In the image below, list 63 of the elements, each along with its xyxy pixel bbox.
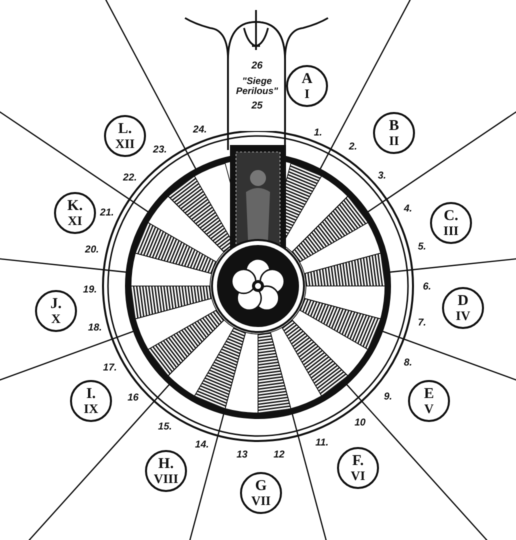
seat-circle — [35, 290, 77, 332]
seat-number: 16 — [127, 392, 139, 404]
seat-circle — [430, 202, 472, 244]
seat-label: I — [304, 87, 310, 100]
seat-circle — [145, 450, 187, 492]
seat-circle — [442, 287, 484, 329]
seat-label: VII — [251, 494, 271, 507]
seat-label: V — [424, 402, 434, 415]
seat-number: 23. — [153, 144, 167, 156]
seat-number: 9. — [384, 392, 392, 402]
seat-label: D — [458, 294, 468, 309]
seat-label: A — [302, 72, 312, 87]
seat-number: 1. — [314, 128, 322, 138]
seat-number: 24. — [193, 124, 207, 136]
seat-number: 13 — [236, 450, 248, 460]
seat-circle — [286, 65, 328, 107]
seat-label: C. — [444, 209, 458, 224]
seat-number: 7. — [418, 318, 426, 328]
seat-number: 3. — [378, 170, 386, 182]
seat-number: 17. — [103, 362, 117, 374]
seat-label: VI — [350, 469, 366, 482]
seat-label: L. — [118, 122, 132, 137]
seat-label: F. — [352, 454, 364, 469]
seat-label: IX — [84, 402, 98, 415]
seat-name: "Siege Perilous" — [235, 77, 279, 97]
seat-circle — [70, 380, 112, 422]
seat-number: 2. — [348, 142, 358, 152]
seat-number: 4. — [404, 204, 412, 214]
seat-number: 21. — [100, 208, 114, 218]
seat-number: 10 — [354, 418, 366, 428]
seat-label: E — [424, 387, 434, 402]
seat-label: II — [388, 134, 400, 147]
seat-circle — [337, 447, 379, 489]
seat-label: XII — [115, 137, 135, 150]
seat-circle — [408, 380, 450, 422]
seat-number: 26 — [251, 60, 263, 72]
seat-label: H. — [158, 457, 174, 472]
seat-label: XI — [68, 214, 82, 227]
seat-circle — [373, 112, 415, 154]
seat-label: IV — [456, 309, 470, 322]
seat-number: 5. — [418, 242, 426, 252]
seat-label: X — [51, 312, 61, 325]
seat-label: J. — [50, 297, 62, 312]
seat-number: 14. — [195, 440, 209, 450]
seat-label: VIII — [154, 472, 178, 485]
seat-number: 6. — [422, 282, 432, 292]
seat-number: 20. — [85, 244, 99, 256]
seat-number: 18. — [88, 322, 102, 334]
seat-number: 15. — [158, 422, 172, 432]
seat-circle — [104, 115, 146, 157]
seat-label: B — [388, 119, 399, 134]
seat-number: 22. — [123, 172, 137, 184]
seat-label: III — [443, 224, 459, 237]
seat-number: 8. — [404, 358, 412, 368]
seat-number: 11. — [315, 438, 329, 448]
seat-number: 12 — [273, 450, 285, 460]
seat-label: G — [255, 479, 267, 494]
seat-label: I. — [86, 387, 96, 402]
seat-label: K. — [67, 199, 83, 214]
seat-number: 25 — [251, 100, 263, 112]
seat-circle — [240, 472, 282, 514]
seat-number: 19. — [83, 284, 97, 296]
seat-circle — [54, 192, 96, 234]
